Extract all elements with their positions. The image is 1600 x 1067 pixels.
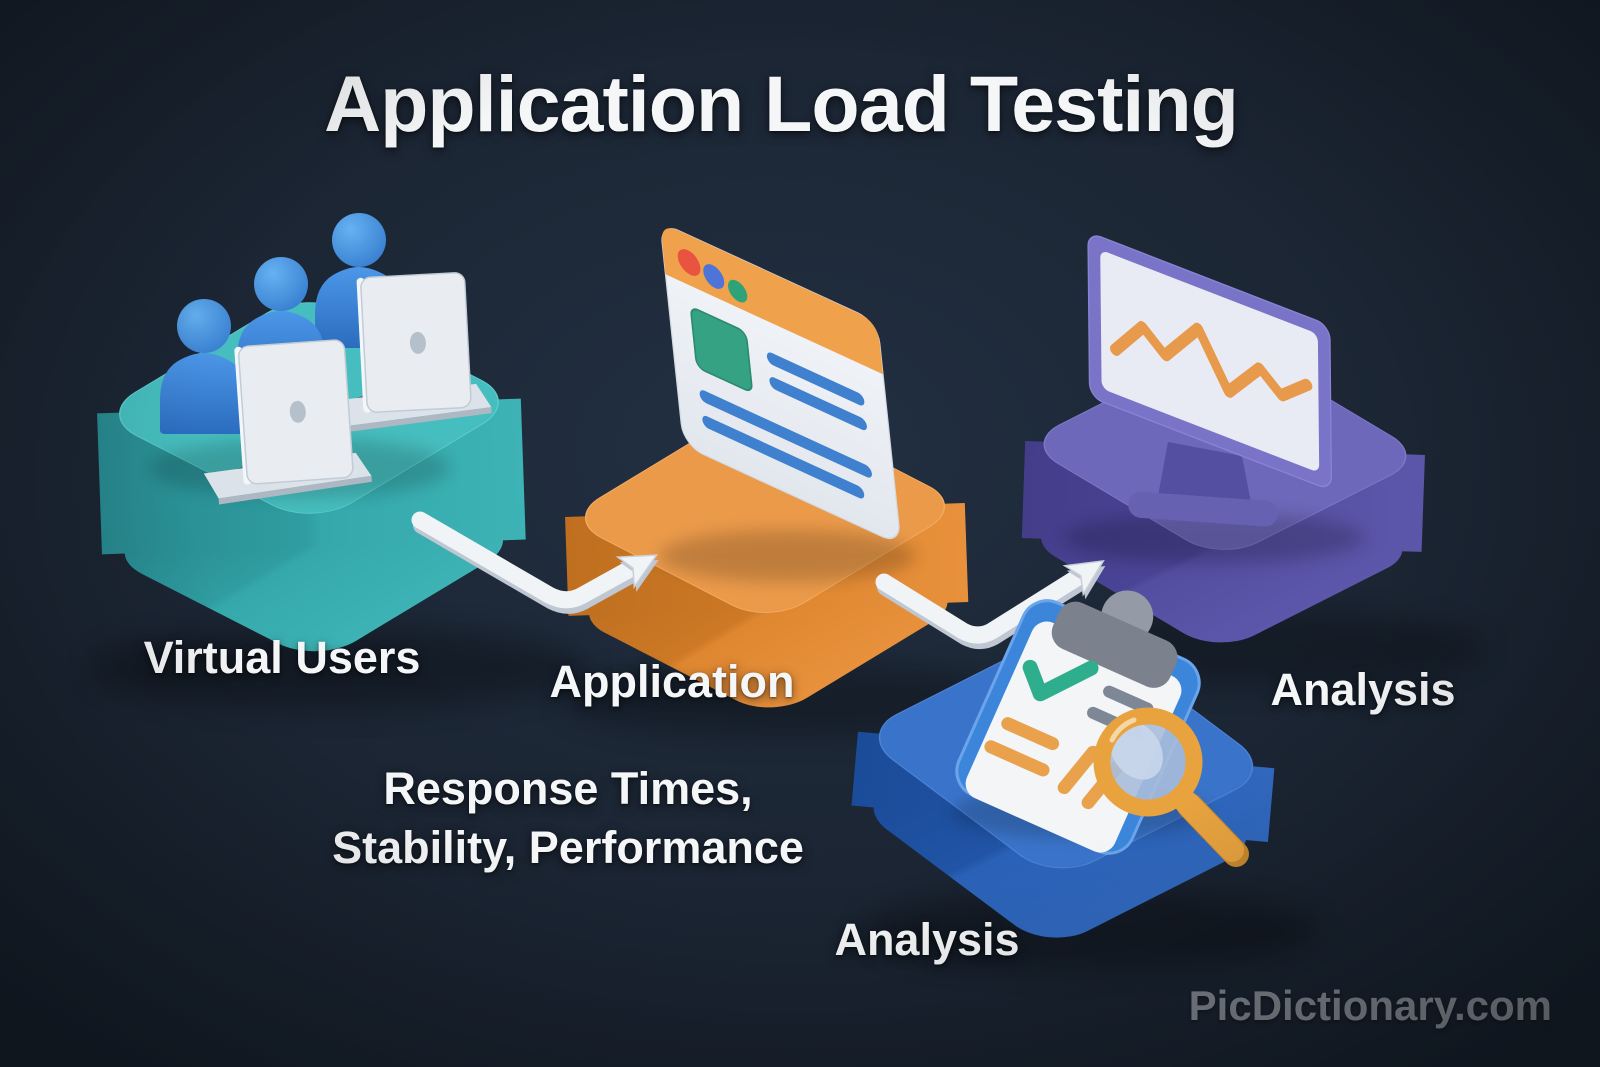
label-analysis-monitor: Analysis	[1270, 664, 1456, 715]
person-icon	[160, 299, 248, 434]
label-metrics-line2: Stability, Performance	[332, 821, 804, 873]
label-virtual-users: Virtual Users	[143, 632, 421, 683]
monitor-contact-shadow	[1065, 512, 1365, 564]
browser-dot-red	[677, 249, 701, 276]
page-title: Application Load Testing	[324, 59, 1239, 148]
arrow-app-to-analysis-icon	[875, 560, 1106, 649]
monitor-base	[1128, 491, 1278, 527]
browser-contact-shadow	[660, 530, 916, 582]
arrow-users-to-app-icon	[411, 511, 659, 614]
browser-dot-green	[728, 279, 748, 303]
clip-bar	[1051, 601, 1178, 688]
laptop-icon	[203, 339, 372, 505]
browser-dot-blue	[703, 264, 725, 289]
label-metrics-line1: Response Times,	[383, 763, 753, 814]
monitor-stand	[1158, 442, 1252, 508]
label-analysis-report: Analysis	[834, 914, 1020, 965]
label-metrics: Response Times, Stability, Performance	[332, 760, 804, 877]
magnifier-icon	[1093, 707, 1249, 867]
line-chart-icon	[1110, 321, 1313, 402]
watermark: PicDictionary.com	[1188, 982, 1552, 1029]
browser-window-icon	[661, 228, 900, 540]
blue-platform-shadow	[860, 890, 1320, 970]
monitor-icon	[1087, 235, 1333, 527]
browser-image-block	[690, 308, 753, 392]
label-application: Application	[549, 656, 795, 707]
checkmark-icon	[1022, 659, 1099, 702]
teal-platform-shadow	[90, 626, 590, 710]
